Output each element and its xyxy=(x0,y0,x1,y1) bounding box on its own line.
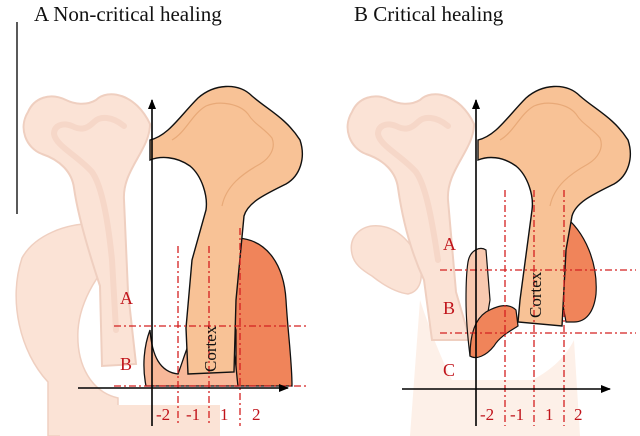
panel-b-tick-label: -2 xyxy=(480,405,494,424)
panel-a-region-label-b: B xyxy=(120,354,132,374)
panel-a-tick-label: 2 xyxy=(252,405,261,424)
panel-a-tick-label: -1 xyxy=(186,405,200,424)
panel-b-tick-label: 2 xyxy=(574,405,583,424)
panel-a-tick-label: -2 xyxy=(156,405,170,424)
panel-b-region-label-b: B xyxy=(443,298,455,318)
panel-b: Cortex A B C -2 -1 1 2 xyxy=(348,86,636,436)
panel-b-region-label-a: A xyxy=(443,234,456,254)
panel-b-tick-label: -1 xyxy=(510,405,524,424)
panel-b-bone-cortex xyxy=(478,86,630,326)
panel-a-region-label-a: A xyxy=(120,288,133,308)
panel-b-tick-label: 1 xyxy=(545,405,554,424)
panel-a: Cortex A B -2 -1 1 2 xyxy=(16,22,306,436)
panel-b-faded-upper-bone xyxy=(348,94,474,340)
panel-a-cortex-label: Cortex xyxy=(201,325,220,372)
panel-b-region-label-c: C xyxy=(443,360,455,380)
panel-b-cortex-label: Cortex xyxy=(526,271,545,318)
panel-a-tick-label: 1 xyxy=(220,405,229,424)
